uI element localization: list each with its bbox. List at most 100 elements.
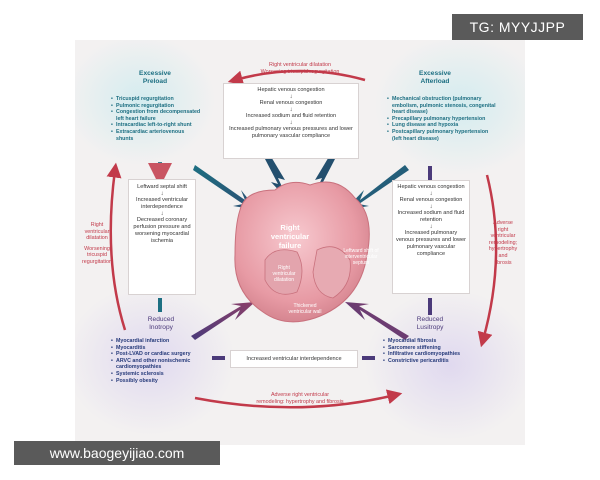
top-box-step-4: Increased pulmonary venous pressures and… <box>229 126 353 139</box>
list-item: Post-LVAD or cardiac surgery <box>111 351 211 358</box>
list-item: Constrictive pericarditis <box>383 358 493 365</box>
bottom-cycle-label-1: Adverse right ventricular <box>270 392 330 398</box>
lusitropy-list: Myocardial fibrosis Sarcomere stiffening… <box>383 338 493 364</box>
lusitropy-glow <box>365 290 525 440</box>
left-cycle-label-4: Worsening <box>84 245 110 252</box>
list-item: Precapillary pulmonary hypertension <box>387 116 497 123</box>
top-mechanism-box: Hepatic venous congestion ↓ Renal venous… <box>223 83 359 159</box>
preload-header-2: Preload <box>142 78 168 85</box>
arrow-inotropy-to-heart <box>191 302 255 340</box>
right-cycle-label-3: ventricular <box>490 233 516 240</box>
afterload-header-2: Afterload <box>420 78 450 85</box>
heart-caption-wall: Thickened ventricular wall <box>280 303 330 315</box>
right-box-step-4: Increased pulmonary venous pressures and… <box>396 230 466 257</box>
bottom-cycle-label-2: remodeling: hypertrophy and fibrosis <box>256 398 344 405</box>
down-arrow-icon: ↓ <box>160 191 164 197</box>
afterload-header-1: Excessive <box>419 70 451 77</box>
list-item: Pulmonic regurgitation <box>111 103 203 110</box>
list-item: Myocardial fibrosis <box>383 338 493 345</box>
list-item: Myocarditis <box>111 345 211 352</box>
list-item: Infiltrative cardiomyopathies <box>383 351 493 358</box>
list-item: Extracardiac arteriovenous shunts <box>111 129 203 142</box>
down-arrow-icon: ↓ <box>289 107 293 113</box>
left-box-step-2: Increased ventricular interdependence <box>136 197 188 210</box>
watermark-top-right: TG: MYYJJPP <box>452 14 583 40</box>
arrow-left <box>106 162 127 331</box>
top-cycle-label: Right ventricular dilatation Worsening t… <box>235 62 365 75</box>
bottom-mechanism-box: Increased ventricular interdependence <box>230 350 358 368</box>
list-item: Tricuspid regurgitation <box>111 96 203 103</box>
heart-caption-dilatation-2: ventricular <box>272 271 296 277</box>
down-arrow-icon: ↓ <box>160 211 164 217</box>
inotropy-list: Myocardial infarction Myocarditis Post-L… <box>111 338 211 384</box>
left-cycle-label-3: dilatation <box>86 235 108 242</box>
left-cycle-label: Right ventricular dilatation Worsening t… <box>77 222 117 266</box>
diagram-panel: Right ventricular failure Right ventricu… <box>75 40 525 445</box>
heart-title-line3: failure <box>278 241 302 250</box>
left-cycle-label-2: ventricular <box>84 228 110 235</box>
left-cycle-label-6: regurgitation <box>82 258 112 265</box>
right-cycle-label-2: right <box>497 226 509 233</box>
down-arrow-icon: ↓ <box>429 204 433 210</box>
right-mechanism-box: Hepatic venous congestion ↓ Renal venous… <box>392 180 470 294</box>
left-box-step-3: Decreased coronary perfusion pressure an… <box>133 217 191 244</box>
heart-caption-dilatation-3: dilatation <box>273 277 294 283</box>
list-item: Possibly obesity <box>111 378 211 385</box>
right-cycle-label-4: remodeling; <box>488 239 518 246</box>
arrow-preload-to-heart <box>193 165 257 210</box>
afterload-header: Excessive Afterload <box>405 70 465 86</box>
heart-caption-septum-2: interventricular <box>344 254 378 260</box>
lusitropy-header-2: Lusitropy <box>416 324 444 331</box>
list-item: Sarcomere stiffening <box>383 345 493 352</box>
heart-caption-septum-3: septum <box>352 260 370 266</box>
list-item: Myocardial infarction <box>111 338 211 345</box>
left-box-step-1: Leftward septal shift <box>137 184 187 190</box>
right-box-step-3: Increased sodium and fluid retention <box>397 210 465 223</box>
preload-header-1: Excessive <box>139 70 171 77</box>
right-box-step-2: Renal venous congestion <box>399 197 463 203</box>
list-item: Intracardiac left-to-right shunt <box>111 122 203 129</box>
preload-header: Excessive Preload <box>125 70 185 86</box>
afterload-list: Mechanical obstruction (pulmonary emboli… <box>387 96 497 142</box>
heart-caption-septum: Leftward shift of interventricular septu… <box>333 248 389 266</box>
right-cycle-label-6: and <box>498 252 508 259</box>
watermark-bottom-left: www.baogeyijiao.com <box>14 441 220 465</box>
top-box-step-3: Increased sodium and fluid retention <box>245 113 337 119</box>
list-item: ARVC and other nonischemic cardiomyopath… <box>111 358 211 371</box>
top-cycle-label-1: Right ventricular dilatation <box>268 62 332 68</box>
arrow-right <box>477 174 498 348</box>
list-item: Postcapillary pulmonary hypertension (le… <box>387 129 497 142</box>
inotropy-header-1: Reduced <box>147 316 175 323</box>
arrow-afterload-to-heart <box>345 165 409 210</box>
right-box-step-1: Hepatic venous congestion <box>397 184 465 190</box>
left-mechanism-box: Leftward septal shift ↓ Increased ventri… <box>128 179 196 295</box>
down-arrow-icon: ↓ <box>429 191 433 197</box>
heart-caption-septum-1: Leftward shift of <box>343 248 379 254</box>
lusitropy-header-1: Reduced <box>416 316 444 323</box>
heart-caption-wall-2: ventricular wall <box>288 309 322 315</box>
top-cycle-label-2: Worsening tricuspid regurgitation <box>260 68 340 75</box>
heart-caption-wall-1: Thickened <box>293 303 317 309</box>
top-box-step-1: Hepatic venous congestion <box>257 87 325 93</box>
list-item: Lung disease and hypoxia <box>387 122 497 129</box>
lusitropy-header: Reduced Lusitropy <box>400 316 460 332</box>
right-cycle-label-7: fibrosis <box>494 259 512 266</box>
heart-chamber-right <box>312 246 351 299</box>
arrow-bottom <box>194 389 403 409</box>
left-cycle-label-1: Right <box>90 222 104 228</box>
right-cycle-label-5: hypertrophy <box>488 246 518 253</box>
cycle-arrows <box>106 69 498 409</box>
top-box-step-2: Renal venous congestion <box>259 100 323 106</box>
right-cycle-label-1: Adverse <box>493 220 513 226</box>
left-cycle-label-5: tricuspid <box>86 252 108 259</box>
list-item: Systemic sclerosis <box>111 371 211 378</box>
heart-caption-dilatation-1: Right <box>278 265 290 271</box>
heart-title-line2: ventricular <box>270 232 310 241</box>
down-arrow-icon: ↓ <box>289 94 293 100</box>
right-cycle-label: Adverse right ventricular remodeling; hy… <box>483 220 523 266</box>
down-arrow-icon: ↓ <box>289 120 293 126</box>
bottom-cycle-label: Adverse right ventricular remodeling: hy… <box>235 392 365 405</box>
arrow-lusitropy-to-heart <box>345 302 409 340</box>
list-item: Mechanical obstruction (pulmonary emboli… <box>387 96 497 116</box>
list-item: Congestion from decompensated left heart… <box>111 109 203 122</box>
